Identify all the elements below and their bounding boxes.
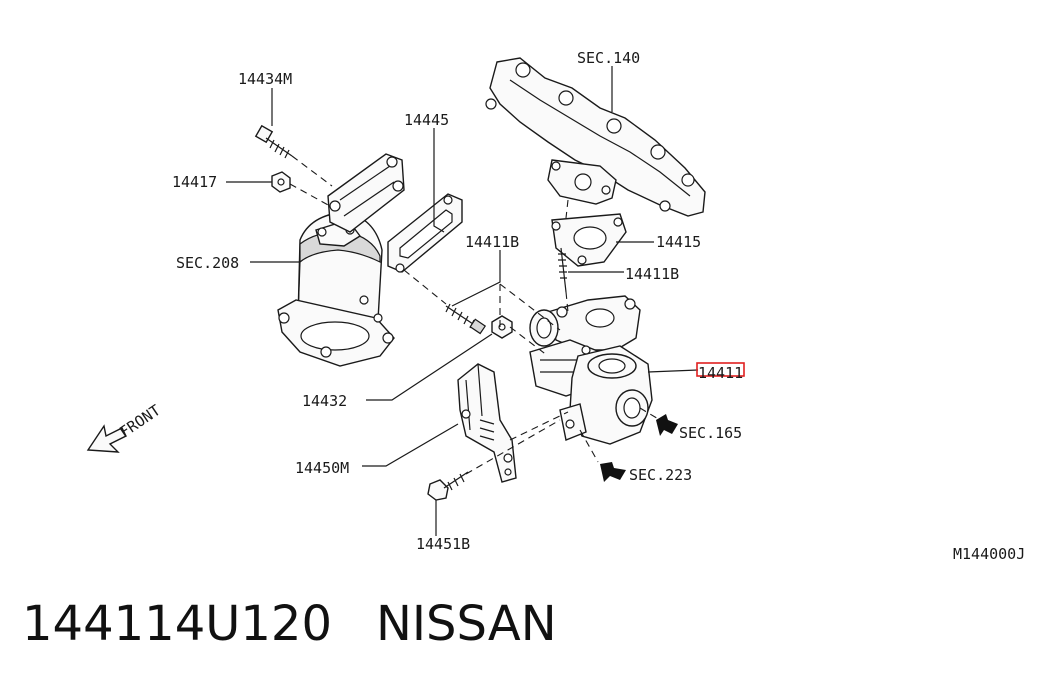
label-14415: 14415 — [656, 233, 701, 251]
bolt-14451b — [427, 471, 469, 501]
label-14445: 14445 — [404, 111, 449, 129]
label-14411: 14411 — [698, 364, 743, 382]
footer: 144114U120 NISSAN — [22, 596, 601, 652]
nut-14417 — [271, 171, 291, 193]
exhaust-manifold — [485, 57, 706, 217]
label-14451b: 14451B — [416, 535, 470, 553]
bracket-14450m — [457, 363, 517, 483]
label-sec140: SEC.140 — [577, 49, 640, 67]
catalytic-converter — [277, 211, 395, 367]
sec165-arrow — [656, 414, 678, 436]
leader-lines — [226, 66, 699, 536]
label-14411b-lower: 14411B — [465, 233, 519, 251]
highlight-box — [696, 362, 745, 377]
label-14434m: 14434M — [238, 70, 292, 88]
assembly-lines — [289, 155, 661, 475]
label-sec223: SEC.223 — [629, 466, 692, 484]
nut-14432 — [491, 315, 513, 339]
part-number: 144114U120 — [22, 596, 332, 652]
label-14432: 14432 — [302, 392, 347, 410]
label-sec208: SEC.208 — [176, 254, 239, 272]
gasket-14415 — [551, 213, 627, 267]
stud-14411b-lower — [445, 303, 487, 335]
diagram-code: M144000J — [953, 545, 1025, 563]
label-14417: 14417 — [172, 173, 217, 191]
label-14450m: 14450M — [295, 459, 349, 477]
front-arrow-icon — [86, 424, 127, 453]
sec223-arrow — [600, 462, 626, 482]
label-14411b-upper: 14411B — [625, 265, 679, 283]
label-sec165: SEC.165 — [679, 424, 742, 442]
brand-name: NISSAN — [375, 596, 557, 652]
bolt-14434m — [254, 124, 293, 159]
stud-14411b-upper — [558, 247, 567, 293]
turbocharger-14411 — [529, 295, 653, 445]
gasket-14445 — [387, 193, 463, 273]
label-front: FRONT — [116, 401, 164, 441]
adapter-flange — [327, 153, 405, 233]
